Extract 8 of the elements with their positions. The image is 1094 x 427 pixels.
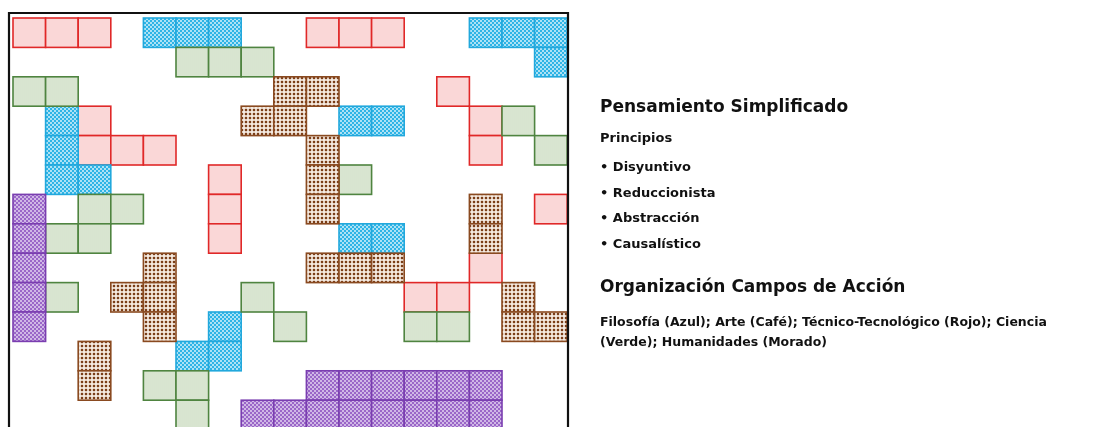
bullet-item: • Reduccionista bbox=[600, 183, 716, 202]
bullet-item: • Abstracción bbox=[600, 209, 701, 227]
heading: Pensamiento Simplificado bbox=[600, 96, 849, 116]
paragraph: Filosofía (Azul); Arte (Café); Técnico-Tecnológico (Rojo); Ciencia (Verde); Humanidades (Morado) bbox=[600, 313, 1048, 351]
bullet-item: • Disyuntivo bbox=[600, 158, 692, 176]
heading: Organización Campos de Acción bbox=[600, 276, 906, 296]
bullet-item: • Causalístico bbox=[600, 234, 702, 253]
subheading: Principios bbox=[600, 130, 673, 145]
